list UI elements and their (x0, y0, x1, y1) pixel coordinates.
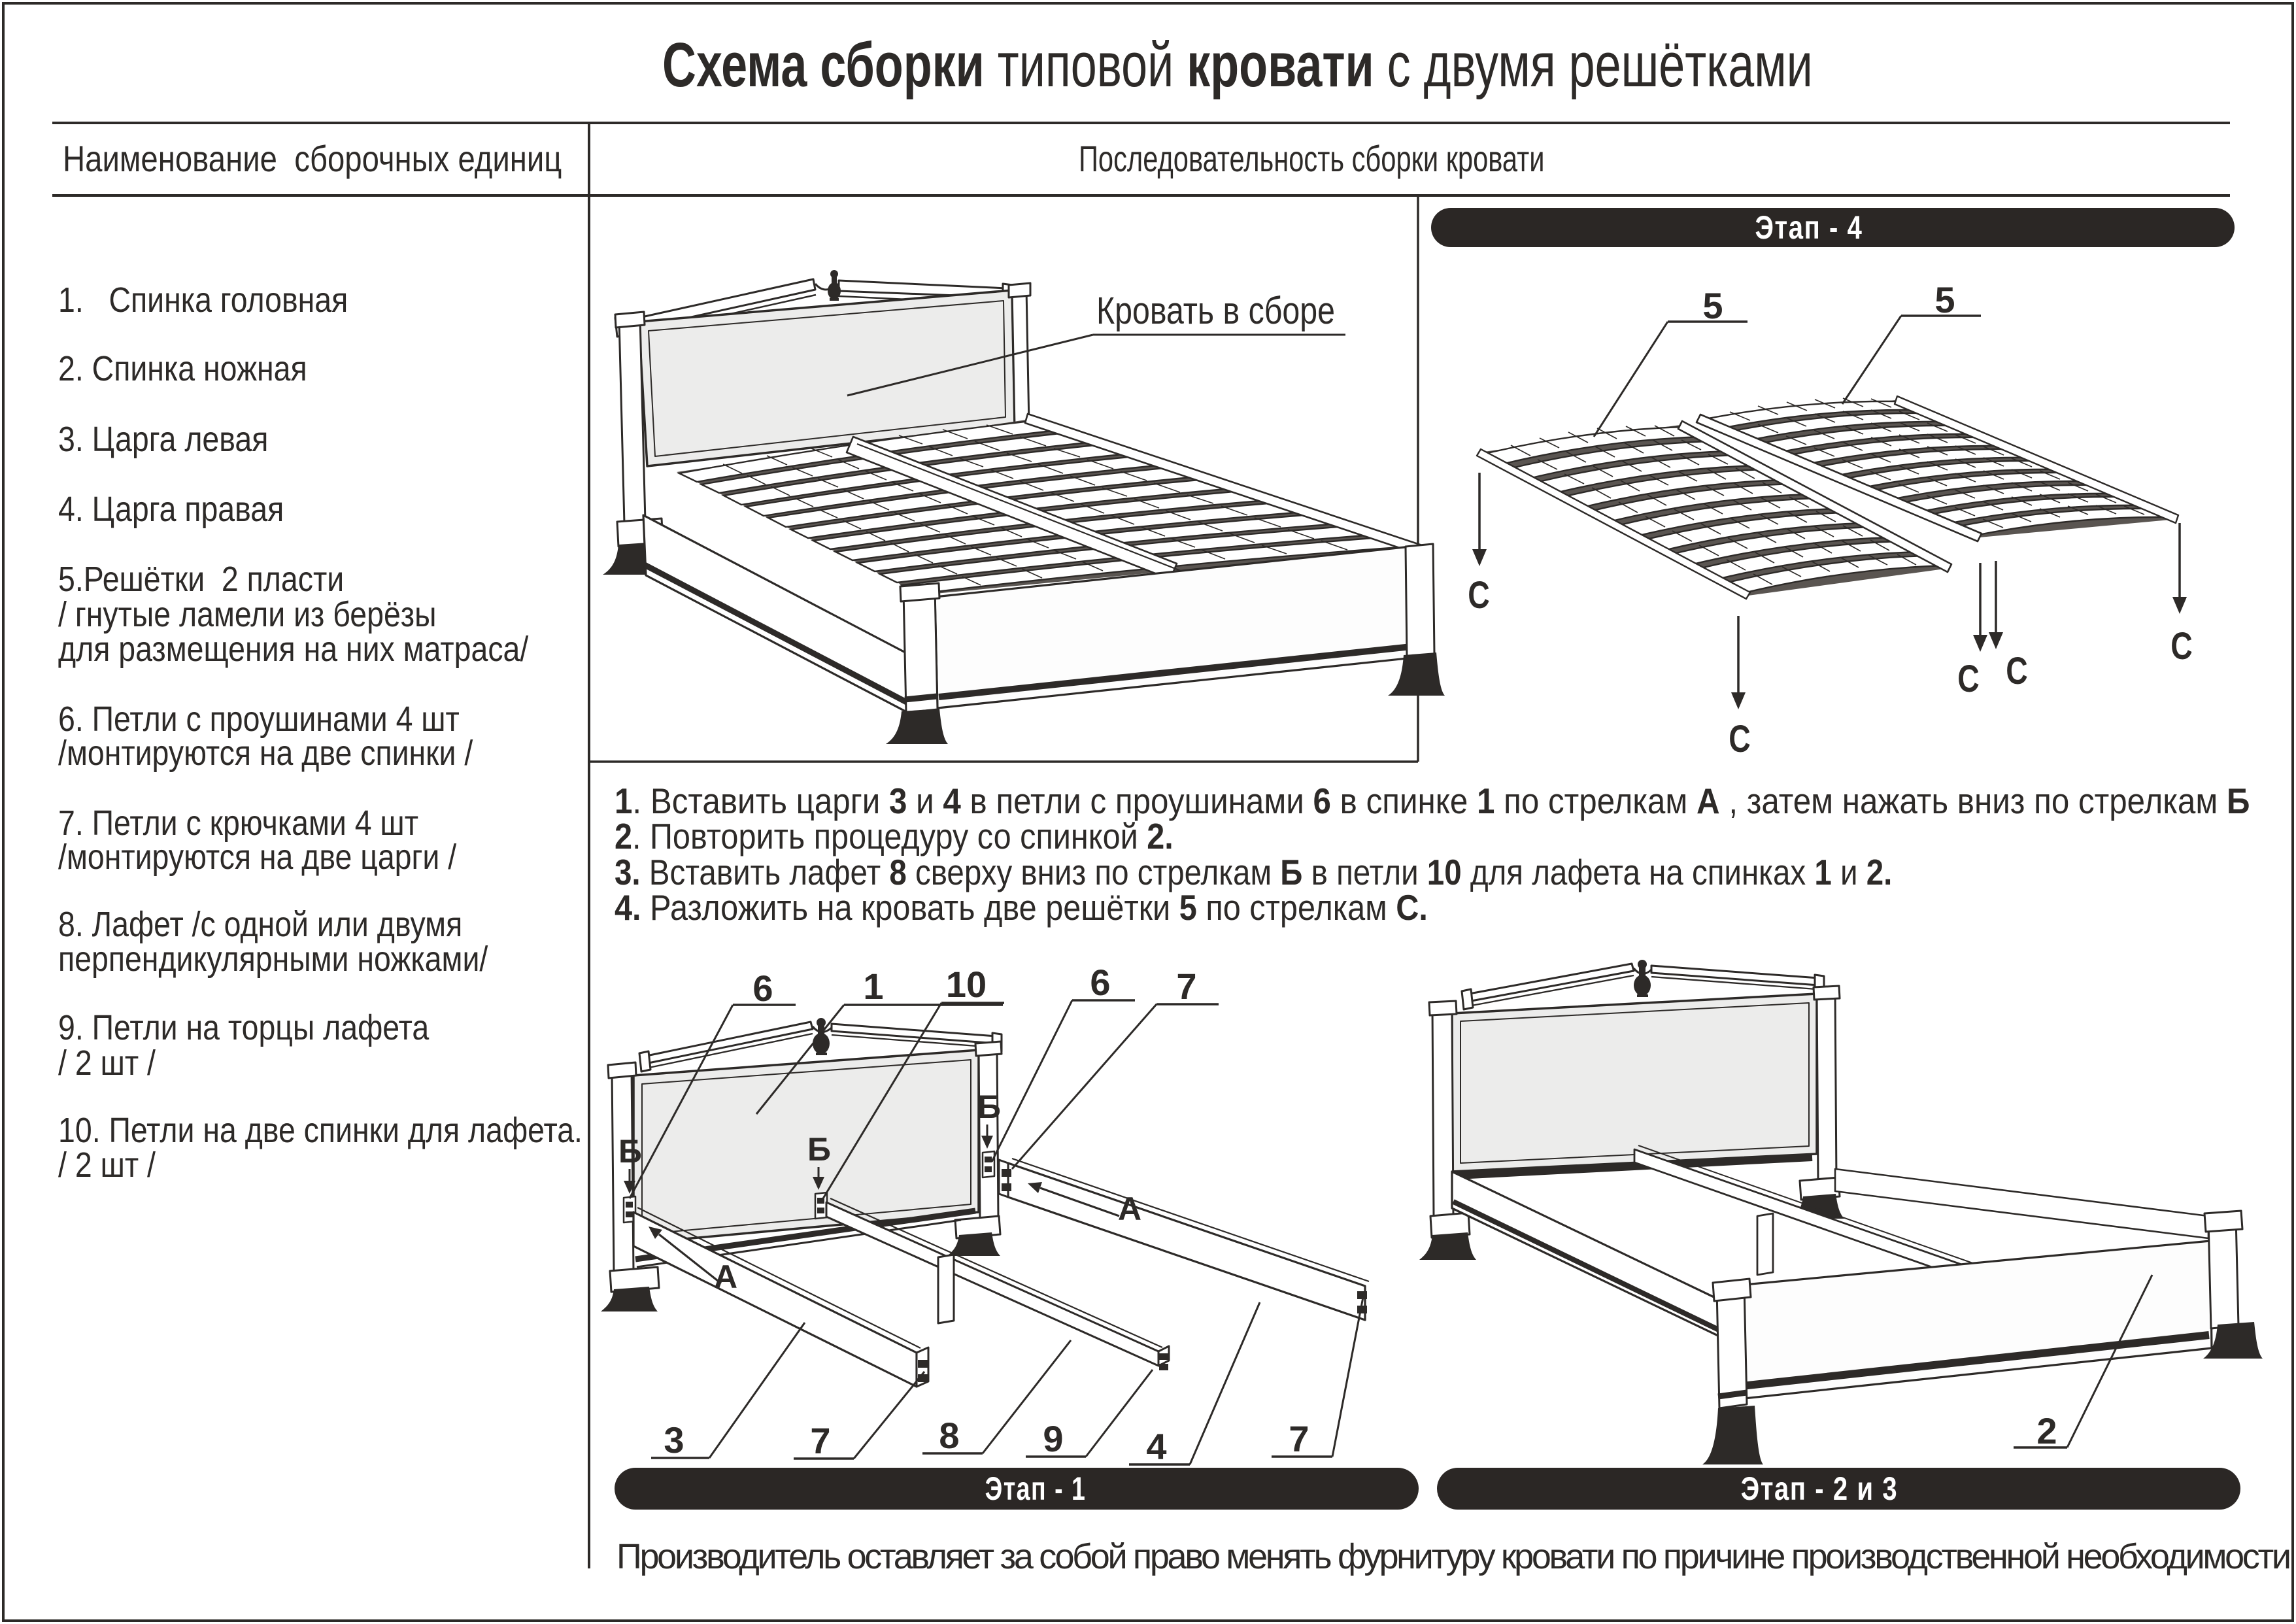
svg-text:4. Царга правая: 4. Царга правая (58, 489, 284, 529)
svg-text:1. Спинка головная: 1. Спинка головная (58, 280, 348, 320)
svg-text:5: 5 (1702, 285, 1723, 326)
svg-text:А: А (714, 1259, 737, 1295)
svg-text:Б: Б (807, 1131, 831, 1168)
svg-text:/монтируются на две спинки /: /монтируются на две спинки / (58, 733, 473, 773)
svg-text:9: 9 (1043, 1418, 1063, 1459)
svg-text:3. Вставить лафет 8 сверху вни: 3. Вставить лафет 8 сверху вниз по стрел… (615, 852, 1892, 892)
svg-text:1: 1 (863, 966, 883, 1007)
svg-text:10. Петли на две спинки для ла: 10. Петли на две спинки для лафета. (58, 1110, 582, 1150)
svg-text:C: C (2006, 650, 2028, 692)
svg-text:Этап - 1: Этап - 1 (985, 1471, 1087, 1507)
svg-text:Последовательность сборки кров: Последовательность сборки кровати (1079, 139, 1545, 179)
svg-text:Кровать в сборе: Кровать в сборе (1096, 290, 1335, 332)
svg-text:Б: Б (618, 1133, 642, 1170)
svg-text:6: 6 (1090, 962, 1110, 1003)
svg-text:/ гнутые ламели из берёзы: / гнутые ламели из берёзы (58, 594, 436, 634)
svg-text:3. Царга левая: 3. Царга левая (58, 419, 268, 459)
svg-text:Наименование сборочных единиц: Наименование сборочных единиц (63, 138, 562, 179)
svg-text:А: А (1118, 1191, 1141, 1227)
svg-text:C: C (1957, 658, 1980, 700)
svg-text:C: C (2170, 625, 2193, 668)
svg-text:6. Петли с проушинами 4 шт: 6. Петли с проушинами 4 шт (58, 699, 460, 739)
svg-text:6: 6 (752, 968, 773, 1009)
svg-text:10: 10 (946, 964, 987, 1005)
svg-text:Этап - 4: Этап - 4 (1755, 209, 1863, 246)
svg-text:5.Решётки 2 пласти: 5.Решётки 2 пласти (58, 559, 344, 599)
svg-text:4: 4 (1146, 1426, 1166, 1467)
svg-text:C: C (1729, 718, 1751, 760)
svg-text:Этап - 2 и 3: Этап - 2 и 3 (1741, 1470, 1898, 1507)
svg-text:/ 2 шт /: / 2 шт / (58, 1043, 156, 1083)
svg-text:8. Лафет /с одной или двумя: 8. Лафет /с одной или двумя (58, 904, 462, 944)
svg-text:/ 2 шт /: / 2 шт / (58, 1145, 156, 1185)
svg-text:2. Повторить процедуру со спин: 2. Повторить процедуру со спинкой 2. (615, 816, 1173, 856)
svg-text:Схема сборки типовой кровати с: Схема сборки типовой кровати с двумя реш… (662, 29, 1813, 100)
svg-text:9. Петли на торцы лафета: 9. Петли на торцы лафета (58, 1007, 429, 1047)
svg-text:4. Разложить на кровать две ре: 4. Разложить на кровать две решётки 5 по… (615, 888, 1428, 928)
svg-text:7: 7 (1289, 1418, 1309, 1459)
svg-text:2. Спинка ножная: 2. Спинка ножная (58, 348, 307, 388)
svg-text:Б: Б (977, 1089, 1001, 1125)
svg-text:8: 8 (939, 1415, 959, 1456)
svg-text:2: 2 (2036, 1410, 2057, 1451)
svg-text:перпендикулярными ножками/: перпендикулярными ножками/ (58, 939, 488, 979)
svg-text:/монтируются на две царги /: /монтируются на две царги / (58, 837, 456, 877)
svg-text:для размещения на них матраса/: для размещения на них матраса/ (58, 629, 528, 669)
svg-text:7. Петли с крючками 4 шт: 7. Петли с крючками 4 шт (58, 803, 418, 843)
svg-text:3: 3 (664, 1419, 684, 1461)
svg-text:7: 7 (810, 1420, 830, 1461)
svg-text:5: 5 (1934, 279, 1955, 320)
svg-text:C: C (1468, 574, 1490, 617)
svg-text:Производитель оставляет за: Производитель оставляет за собой право м… (616, 1537, 2291, 1576)
svg-text:1. Вставить царги 3 и 4 в петл: 1. Вставить царги 3 и 4 в петли с проуши… (615, 782, 2250, 822)
svg-text:7: 7 (1176, 966, 1196, 1007)
